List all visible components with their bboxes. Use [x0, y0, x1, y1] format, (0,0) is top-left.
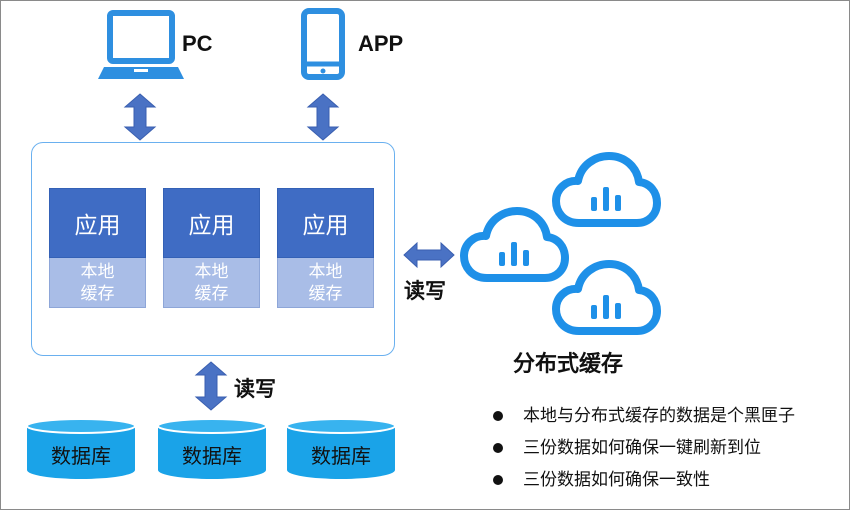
- cloud-chart-icon: [552, 152, 661, 227]
- app-node: 应用 本地 缓存: [163, 188, 260, 308]
- note-item: 本地与分布式缓存的数据是个黑匣子: [493, 405, 795, 437]
- read-write-label-bottom: 读写: [234, 377, 276, 401]
- local-cache-line2: 缓存: [194, 284, 229, 304]
- app-label: APP: [358, 31, 404, 56]
- notes-list: 本地与分布式缓存的数据是个黑匣子 三份数据如何确保一键刷新到位 三份数据如何确保…: [493, 405, 795, 501]
- database-cylinder-icon: [26, 418, 136, 479]
- read-write-label-right: 读写: [404, 279, 446, 303]
- local-cache-line2: 缓存: [308, 284, 343, 304]
- pc-arrow: [123, 93, 157, 141]
- database-cylinder-icon: [286, 418, 396, 479]
- database-label: 数据库: [182, 444, 242, 468]
- cloud-chart-icon: [552, 260, 661, 335]
- local-cache-line1: 本地: [308, 262, 343, 282]
- database-label: 数据库: [311, 444, 371, 468]
- local-cache-line1: 本地: [80, 262, 115, 282]
- smartphone-icon: [301, 8, 345, 80]
- database: 数据库: [26, 418, 136, 480]
- local-cache-line1: 本地: [194, 262, 229, 282]
- distributed-cache-label: 分布式缓存: [513, 352, 624, 377]
- app-container: [31, 142, 395, 356]
- local-cache-line2: 缓存: [80, 284, 115, 304]
- database-label: 数据库: [51, 444, 111, 468]
- cloud-chart-icon: [460, 207, 569, 282]
- app-title: 应用: [49, 188, 146, 258]
- database: 数据库: [286, 418, 396, 480]
- database-arrow: [194, 361, 228, 411]
- database: 数据库: [157, 418, 267, 480]
- note-item: 三份数据如何确保一键刷新到位: [493, 437, 795, 469]
- app-arrow: [306, 93, 340, 141]
- app-node: 应用 本地 缓存: [277, 188, 374, 308]
- cache-arrow: [403, 241, 455, 269]
- database-cylinder-icon: [157, 418, 267, 479]
- app-title: 应用: [277, 188, 374, 258]
- pc-label: PC: [182, 31, 213, 56]
- local-cache: 本地 缓存: [163, 258, 260, 308]
- app-node: 应用 本地 缓存: [49, 188, 146, 308]
- local-cache: 本地 缓存: [277, 258, 374, 308]
- note-item: 三份数据如何确保一致性: [493, 469, 795, 501]
- app-title: 应用: [163, 188, 260, 258]
- local-cache: 本地 缓存: [49, 258, 146, 308]
- laptop-icon: [98, 10, 184, 79]
